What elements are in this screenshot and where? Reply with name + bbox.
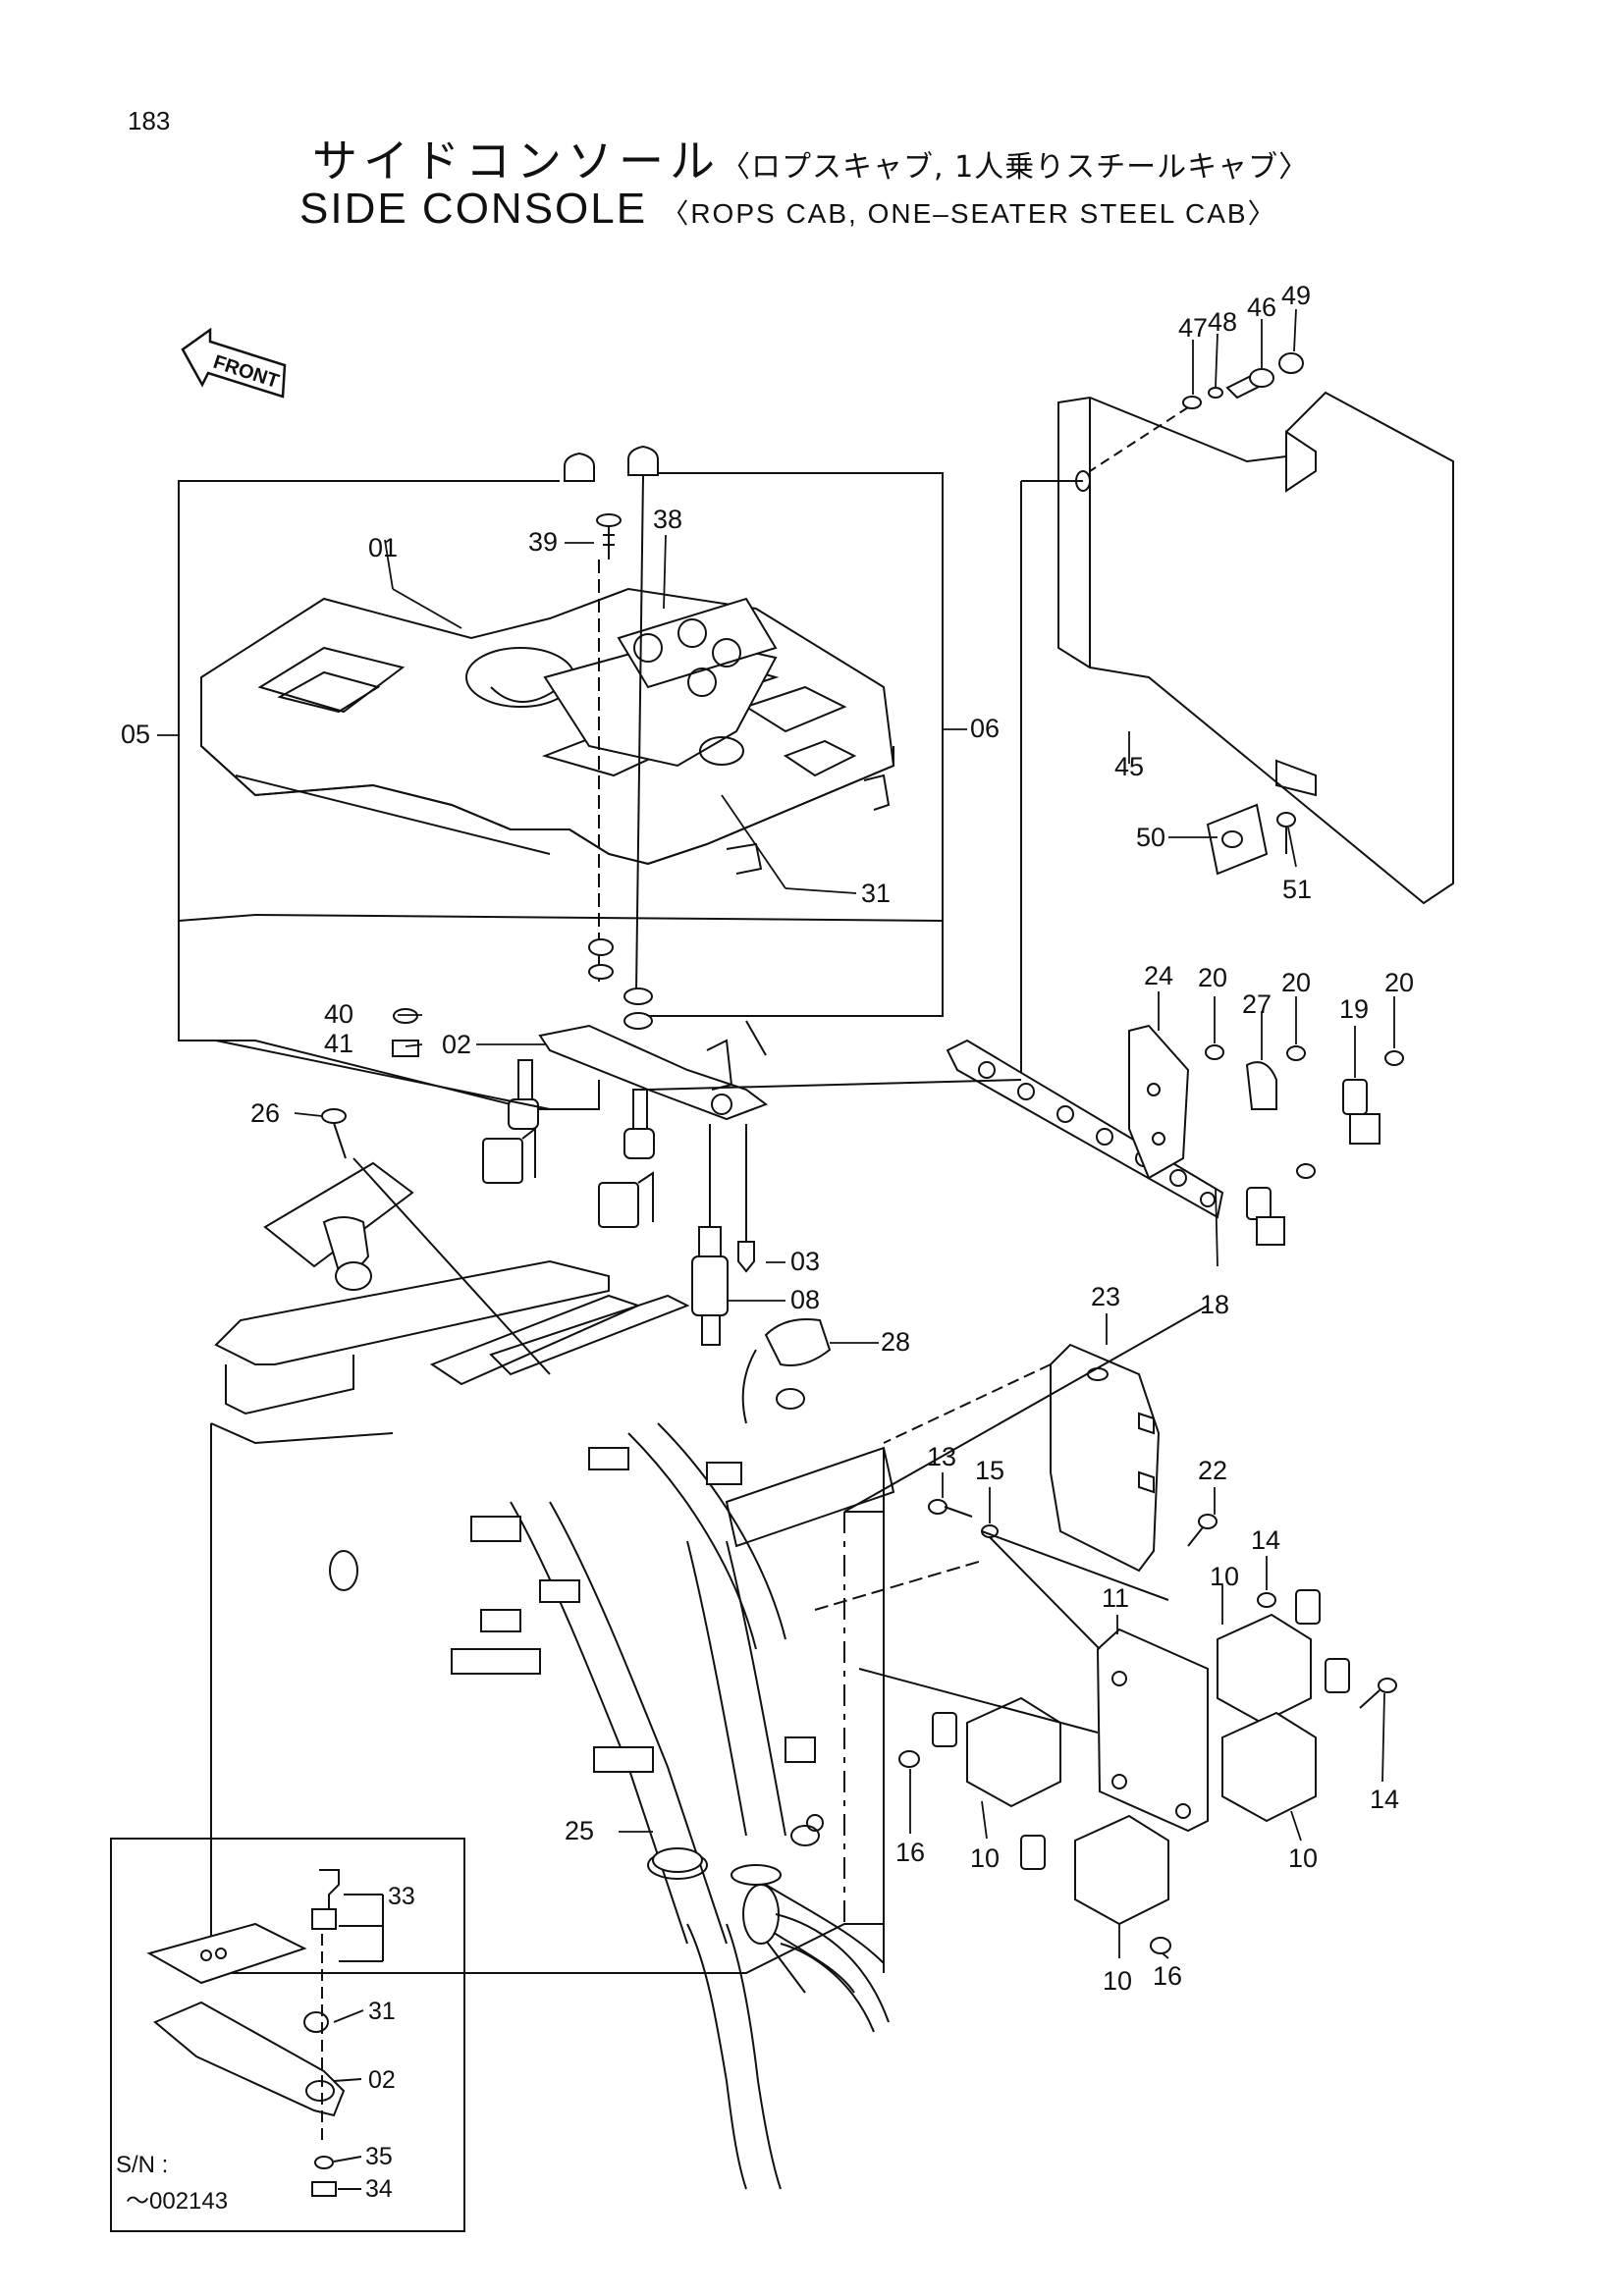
label-26: 26 [250, 1098, 280, 1128]
relay-10-c [1217, 1589, 1350, 1725]
inset-label-34: 34 [365, 2175, 393, 2203]
label-10-a: 10 [970, 1843, 1000, 1873]
console-lower-body [210, 1259, 895, 1974]
label-13: 13 [927, 1442, 956, 1471]
label-22: 22 [1198, 1456, 1227, 1485]
relay-10-b [1020, 1814, 1169, 1926]
label-45: 45 [1114, 752, 1144, 781]
bracket-50 [1206, 803, 1296, 876]
label-02: 02 [442, 1030, 471, 1059]
screws-20 [1205, 1044, 1404, 1179]
title-english: SIDE CONSOLE 〈ROPS CAB, ONE–SEATER STEEL… [299, 185, 1277, 234]
title-jp-main: サイドコンソール [312, 134, 721, 187]
label-06: 06 [970, 714, 1000, 743]
label-27: 27 [1242, 989, 1272, 1019]
label-15: 15 [975, 1456, 1004, 1485]
relay-19 [1342, 1079, 1380, 1145]
subtitle-jp: 〈ロプスキャブ, 1人乗りスチールキャブ〉 [721, 150, 1310, 185]
bolts-46-49 [1089, 352, 1304, 472]
controller-23 [1050, 1343, 1218, 1573]
label-14-a: 14 [1251, 1525, 1280, 1555]
inset-label-33: 33 [388, 1883, 415, 1910]
label-23: 23 [1091, 1282, 1120, 1311]
label-48: 48 [1208, 307, 1237, 337]
inset-label-35: 35 [365, 2143, 393, 2170]
label-28: 28 [881, 1327, 910, 1357]
part-labels: 01 02 03 05 06 08 10 10 10 10 11 13 14 1… [116, 281, 1414, 2215]
bracket-11 [1096, 1628, 1209, 1833]
leader-connections [215, 480, 1209, 1924]
screw-03 [737, 1124, 755, 1273]
label-31: 31 [861, 879, 891, 908]
label-25: 25 [565, 1816, 594, 1845]
label-20-c: 20 [1384, 968, 1414, 997]
side-console-cover [200, 587, 895, 875]
screw-39 [596, 513, 622, 560]
label-39: 39 [528, 527, 558, 557]
title-japanese: サイドコンソール〈ロプスキャブ, 1人乗りスチールキャブ〉 [312, 126, 1309, 190]
label-08: 08 [790, 1285, 820, 1314]
relay-lower [1246, 1187, 1285, 1246]
label-11: 11 [1102, 1583, 1129, 1613]
label-05: 05 [121, 720, 150, 749]
subtitle-en: 〈ROPS CAB, ONE–SEATER STEEL CAB〉 [661, 198, 1277, 229]
label-14-b: 14 [1370, 1785, 1399, 1814]
relay-10-d [1221, 1711, 1317, 1823]
plate-24 [1128, 1024, 1190, 1180]
label-leaders [157, 308, 1395, 1959]
key-switch-28 [741, 1318, 832, 1424]
label-16-a: 16 [895, 1838, 925, 1867]
label-18: 18 [1200, 1290, 1229, 1319]
inset-serial-range: ～002143 [126, 2188, 228, 2215]
label-20-b: 20 [1281, 968, 1311, 997]
wiring-harness [451, 1422, 885, 2190]
inset-label-02: 02 [368, 2066, 396, 2094]
label-38: 38 [653, 505, 682, 534]
inset-serial-label: S/N : [116, 2152, 168, 2178]
label-20-a: 20 [1198, 963, 1227, 992]
clamp-27 [1245, 1061, 1277, 1110]
relay-10-a [932, 1696, 1061, 1808]
label-50: 50 [1136, 823, 1165, 852]
washers-nuts [392, 938, 653, 1057]
bolt-13 [928, 1499, 999, 1538]
knob-caps [564, 445, 659, 482]
label-51: 51 [1282, 875, 1312, 904]
label-47: 47 [1178, 313, 1208, 343]
label-16-b: 16 [1153, 1961, 1182, 1991]
label-10-c: 10 [1210, 1562, 1239, 1591]
label-46: 46 [1247, 293, 1276, 322]
label-49: 49 [1281, 281, 1311, 310]
switch-panel-plate [543, 597, 778, 768]
label-10-b: 10 [1103, 1966, 1132, 1996]
nuts-16-screws-14 [898, 1592, 1397, 1954]
label-24: 24 [1144, 961, 1173, 990]
label-01: 01 [368, 533, 398, 562]
grommet-25 [652, 1814, 890, 2033]
title-en-main: SIDE CONSOLE [299, 185, 648, 233]
label-40: 40 [324, 999, 353, 1029]
switch-08 [691, 1124, 729, 1346]
switch-right [598, 1089, 655, 1228]
inset-box [110, 1838, 465, 2232]
label-03: 03 [790, 1247, 820, 1276]
label-10-d: 10 [1288, 1843, 1318, 1873]
panel-45 [1020, 391, 1454, 1080]
label-41: 41 [324, 1029, 353, 1058]
bolt-26 [321, 1108, 347, 1159]
inset-label-31: 31 [368, 1998, 396, 2025]
front-arrow-icon: FRONT [181, 327, 287, 399]
label-19: 19 [1339, 994, 1369, 1024]
bellows-bracket [263, 1161, 414, 1291]
switch-left [482, 1059, 539, 1184]
page-number: 183 [128, 106, 171, 135]
bracket-02 [538, 1024, 769, 1121]
